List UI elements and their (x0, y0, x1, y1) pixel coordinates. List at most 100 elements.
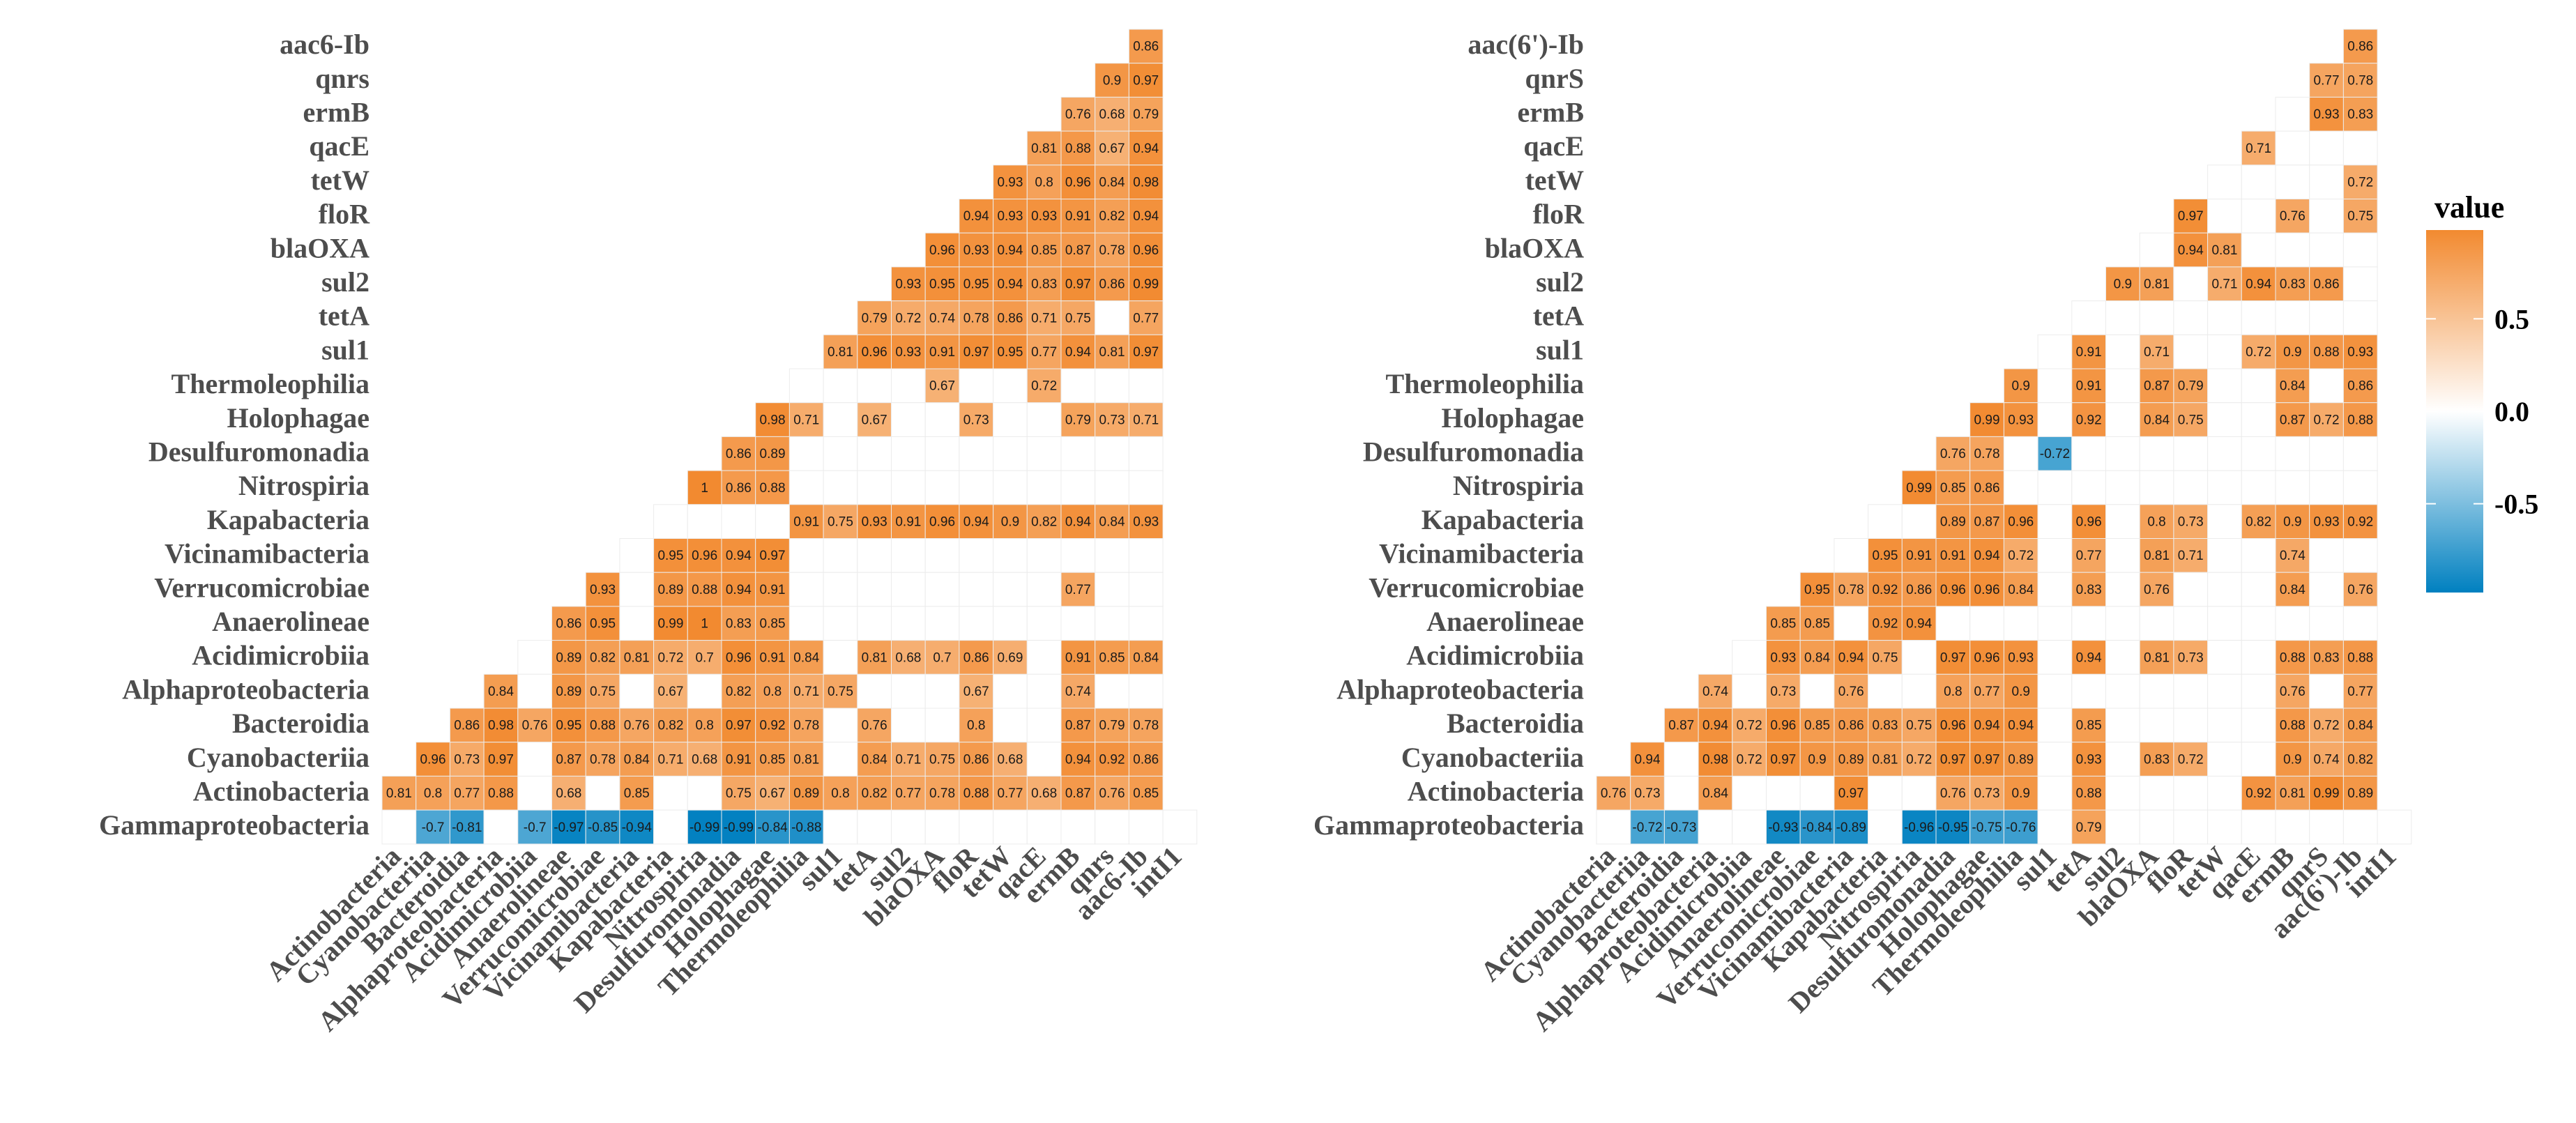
cell-value: 0.95 (929, 277, 955, 292)
cell-actinobacteria-actinobacteria (381, 775, 417, 811)
cell-teta-teta (2071, 300, 2107, 335)
cell-value: 0.79 (2178, 379, 2204, 394)
cell-cyanobacteriia-cyanobacteriia (416, 742, 450, 777)
cell-gammaproteobacteria-inti1 (1162, 809, 1198, 845)
cell-kapabacteria-sul2 (891, 504, 926, 539)
cell-value: 0.81 (624, 650, 650, 665)
cell-alphaproteobacteria-sul2 (2105, 673, 2140, 709)
cell-value: 0.84 (1804, 650, 1830, 665)
cell-kapabacteria-nitrospiria (687, 504, 722, 539)
cell-value: 0.8 (1944, 685, 1962, 699)
cell-value: 0.73 (1770, 685, 1796, 699)
cell-value: 0.85 (1804, 617, 1830, 632)
cell-value: 0.9 (1103, 73, 1121, 88)
cell-alphaproteobacteria-tetw (993, 673, 1028, 709)
cell-acidimicrobiia-ermb (2275, 640, 2310, 675)
cell-holophagae-teta (2071, 402, 2107, 437)
cell-teta-qace (1026, 300, 1062, 335)
cell-value: 0.96 (1974, 650, 2000, 665)
cell-value: 0.94 (1065, 514, 1091, 529)
cell-value: 0.85 (624, 786, 650, 801)
cell-value: 0.81 (2280, 786, 2306, 801)
cell-value: 0.84 (2280, 583, 2306, 597)
cell-blaoxa-aac-6-ib (2342, 232, 2378, 268)
cell-anaerolineae-vicinamibacteria (1834, 606, 1869, 641)
cell-qace-ermb (2275, 130, 2310, 166)
cell-gammaproteobacteria-qnrs (2309, 809, 2344, 845)
cell-verrucomicrobiae-teta (2071, 572, 2107, 607)
cell-thermoleophilia-thermoleophilia (2003, 368, 2038, 404)
cell-alphaproteobacteria-nitrospiria (1901, 673, 1937, 709)
cell-alphaproteobacteria-aac6-ib (1128, 673, 1164, 709)
cell-value: 0.75 (1906, 719, 1932, 733)
y-label-flor: floR (319, 199, 370, 230)
cell-alphaproteobacteria-vicinamibacteria (1834, 673, 1869, 709)
cell-verrucomicrobiae-ermb (1060, 572, 1096, 607)
cell-value: 0.97 (1838, 786, 1864, 801)
cell-alphaproteobacteria-holophagae (1969, 673, 2004, 709)
cell-value: 0.78 (793, 719, 819, 733)
cell-vicinamibacteria-aac-6-ib (2342, 538, 2378, 573)
cell-desulfuromonadia-blaoxa (2139, 436, 2174, 471)
cell-sul2-sul2 (891, 266, 926, 302)
cell-nitrospiria-thermoleophilia (2003, 470, 2038, 505)
cell-alphaproteobacteria-desulfuromonadia (1935, 673, 1971, 709)
cell-alphaproteobacteria-acidimicrobiia (517, 673, 552, 709)
cell-gammaproteobacteria-kapabacteria (653, 809, 688, 845)
cell-value: 0.9 (2283, 514, 2301, 529)
cell-verrucomicrobiae-desulfuromonadia (721, 572, 756, 607)
cell-value: 0.94 (1906, 617, 1932, 632)
cell-kapabacteria-qace (1026, 504, 1062, 539)
cell-bacteroidia-ermb (1060, 708, 1096, 743)
cell-sul1-flor (2173, 334, 2209, 369)
cell-actinobacteria-anaerolineae (551, 775, 586, 811)
cell-anaerolineae-sul1 (823, 606, 858, 641)
y-label-sul1: sul1 (1536, 334, 1584, 365)
cell-vicinamibacteria-aac6-ib (1128, 538, 1164, 573)
cell-holophagae-blaoxa (2139, 402, 2174, 437)
cell-sul2-flor (2173, 266, 2209, 302)
cell-tetw-qnrs (1095, 165, 1129, 200)
cell-nitrospiria-holophagae (755, 470, 790, 505)
cell-thermoleophilia-qnrs (1095, 368, 1129, 404)
cell-verrucomicrobiae-tetw (2207, 572, 2242, 607)
cell-anaerolineae-aac-6-ib (2342, 606, 2378, 641)
cell-value: 0.74 (1065, 685, 1091, 699)
cell-acidimicrobiia-teta (2071, 640, 2107, 675)
cell-value: 0.67 (963, 685, 989, 699)
cell-gammaproteobacteria-teta (2071, 809, 2107, 845)
cell-anaerolineae-aac6-ib (1128, 606, 1164, 641)
cell-alphaproteobacteria-qnrs (1095, 673, 1129, 709)
cell-value: -0.88 (791, 820, 821, 835)
cell-desulfuromonadia-thermoleophilia (2003, 436, 2038, 471)
cell-value: 0.81 (2144, 549, 2170, 563)
cell-teta-blaoxa (2139, 300, 2174, 335)
cell-holophagae-qace (2241, 402, 2276, 437)
cell-holophagae-ermb (1060, 402, 1096, 437)
cell-value: 0.93 (2008, 650, 2034, 665)
cell-sul2-tetw (2207, 266, 2242, 302)
cell-cyanobacteriia-verrucomicrobiae (1799, 742, 1835, 777)
cell-value: 0.86 (726, 481, 752, 496)
color-legend: value 0.50.0-0.5 (2426, 190, 2538, 593)
cell-vicinamibacteria-vicinamibacteria (1834, 538, 1869, 573)
cell-verrucomicrobiae-blaoxa (924, 572, 960, 607)
cell-tetw-ermb (2275, 165, 2310, 200)
cell-cyanobacteriia-anaerolineae (1766, 742, 1801, 777)
y-label-cyanobacteriia: Cyanobacteriia (187, 742, 369, 773)
cell-value: 0.87 (1065, 786, 1091, 801)
cell-value: 1 (701, 481, 708, 496)
cell-value: 0.77 (1031, 345, 1057, 360)
cell-teta-aac6-ib (1128, 300, 1164, 335)
cell-value: 0.88 (692, 583, 717, 597)
cell-bacteroidia-holophagae (1969, 708, 2004, 743)
cell-nitrospiria-nitrospiria (687, 470, 722, 505)
cell-value: 0.75 (828, 514, 853, 529)
cell-value: 0.91 (895, 514, 921, 529)
cell-value: 0.88 (1065, 142, 1091, 156)
cell-desulfuromonadia-tetw (2207, 436, 2242, 471)
cell-alphaproteobacteria-sul2 (891, 673, 926, 709)
cell-acidimicrobiia-qace (1026, 640, 1062, 675)
cell-vicinamibacteria-qace (1026, 538, 1062, 573)
cell-value: 0.82 (1031, 514, 1057, 529)
